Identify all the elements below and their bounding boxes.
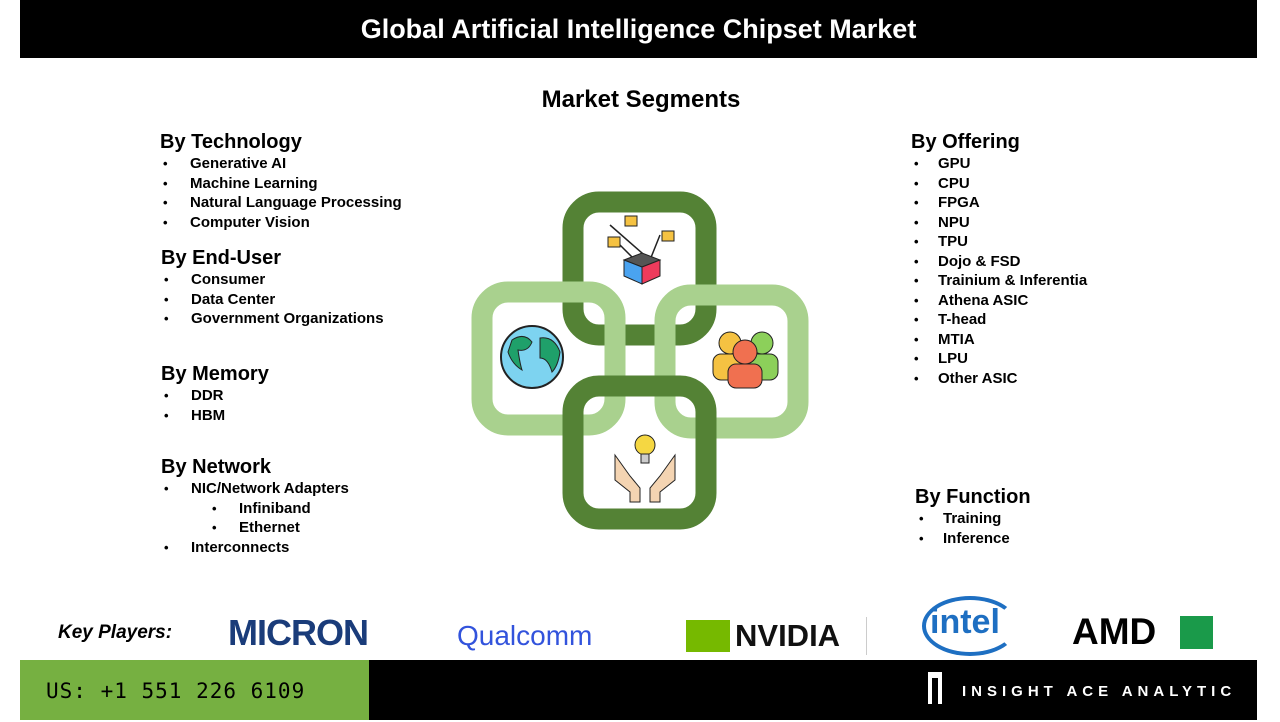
segment-function: By Function Training Inference	[915, 485, 1031, 548]
page-title: Global Artificial Intelligence Chipset M…	[20, 0, 1257, 58]
globe-icon	[500, 325, 564, 389]
segments-diagram	[471, 191, 809, 530]
list-item: Generative AI	[163, 154, 402, 174]
list-item: NIC/Network Adapters	[164, 479, 349, 499]
list-item: Training	[919, 509, 1031, 529]
segment-offering: By Offering GPU CPU FPGA NPU TPU Dojo & …	[911, 130, 1087, 388]
list-item: HBM	[164, 406, 269, 426]
segment-network: By Network NIC/Network Adapters Infiniba…	[161, 455, 349, 557]
chain-link-left	[471, 281, 626, 436]
list-item: Dojo & FSD	[914, 252, 1087, 272]
insight-ace-logo-icon	[928, 672, 942, 704]
list-item: Natural Language Processing	[163, 193, 402, 213]
people-icon	[712, 331, 779, 389]
list-item: Computer Vision	[163, 213, 402, 233]
brand-name: INSIGHT ACE ANALYTIC	[962, 683, 1237, 700]
segment-heading: By Function	[915, 486, 1031, 508]
intel-swoosh-icon	[922, 596, 1018, 656]
list-item: Consumer	[164, 270, 384, 290]
list-item: T-head	[914, 310, 1087, 330]
list-item: MTIA	[914, 330, 1087, 350]
list-item: FPGA	[914, 193, 1087, 213]
intel-logo: intel	[930, 603, 1000, 641]
segment-heading: By End-User	[161, 247, 282, 269]
list-item: Ethernet	[212, 518, 349, 538]
segment-heading: By Network	[161, 456, 272, 478]
phone-number: US: +1 551 226 6109	[20, 660, 369, 720]
ai-cube-icon	[607, 215, 675, 285]
chain-link-right	[654, 284, 809, 439]
list-item: LPU	[914, 349, 1087, 369]
footer-bar	[369, 660, 1257, 720]
segment-heading: By Memory	[161, 363, 269, 385]
qualcomm-logo: Qualcomm	[457, 620, 593, 651]
list-item: DDR	[164, 386, 269, 406]
segment-memory: By Memory DDR HBM	[161, 362, 269, 425]
section-title: Market Segments	[541, 86, 741, 113]
amd-arrow-icon	[1180, 616, 1213, 649]
segment-heading: By Technology	[160, 131, 302, 153]
list-item: GPU	[914, 154, 1087, 174]
list-item: Infiniband	[212, 499, 349, 519]
list-item: Government Organizations	[164, 309, 383, 329]
list-item: Trainium & Inferentia	[914, 271, 1087, 291]
chain-link-top	[562, 191, 717, 346]
segment-end-user: By End-User Consumer Data Center Governm…	[161, 246, 384, 329]
segment-heading: By Offering	[911, 131, 1020, 153]
divider	[866, 617, 867, 655]
key-players-label: Key Players:	[58, 622, 173, 643]
list-item: CPU	[914, 174, 1087, 194]
list-item: NPU	[914, 213, 1087, 233]
list-item: Interconnects	[164, 538, 349, 558]
amd-logo: AMD	[1072, 611, 1157, 652]
nvidia-logo: NVIDIA	[735, 618, 841, 653]
segment-technology: By Technology Generative AI Machine Lear…	[160, 130, 402, 232]
micron-logo: MICRON	[228, 612, 369, 653]
list-item: Other ASIC	[914, 369, 1087, 389]
nvidia-eye-icon	[686, 620, 730, 652]
list-item: Machine Learning	[163, 174, 402, 194]
list-item: Athena ASIC	[914, 291, 1087, 311]
list-item: TPU	[914, 232, 1087, 252]
list-item: Data Center	[164, 290, 384, 310]
idea-hands-icon	[614, 434, 676, 503]
chain-link-bottom	[562, 375, 717, 530]
list-item: Inference	[919, 529, 1031, 549]
